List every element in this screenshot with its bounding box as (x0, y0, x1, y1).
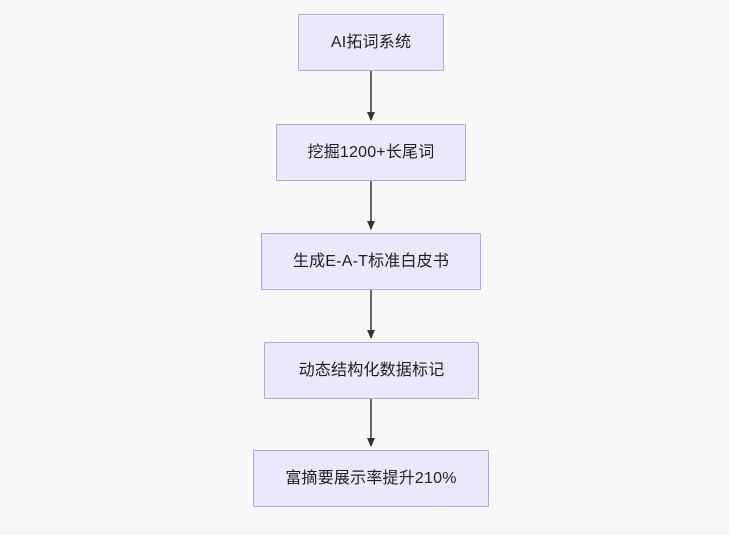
flow-node-label: 动态结构化数据标记 (298, 361, 445, 379)
flow-node-label: 挖掘1200+长尾词 (307, 143, 435, 161)
flow-node-mine-longtail-keywords[interactable]: 挖掘1200+长尾词 (276, 124, 466, 181)
flow-node-label: 生成E-A-T标准白皮书 (292, 252, 450, 270)
flow-node-rich-snippet-impression-lift[interactable]: 富摘要展示率提升210% (253, 450, 489, 507)
flow-node-dynamic-structured-data-markup[interactable]: 动态结构化数据标记 (264, 342, 479, 399)
flow-node-ai-keyword-system[interactable]: AI拓词系统 (298, 14, 444, 71)
flow-node-label: AI拓词系统 (330, 33, 412, 51)
flow-node-label: 富摘要展示率提升210% (285, 469, 457, 487)
flow-node-generate-eat-whitepaper[interactable]: 生成E-A-T标准白皮书 (261, 233, 481, 290)
